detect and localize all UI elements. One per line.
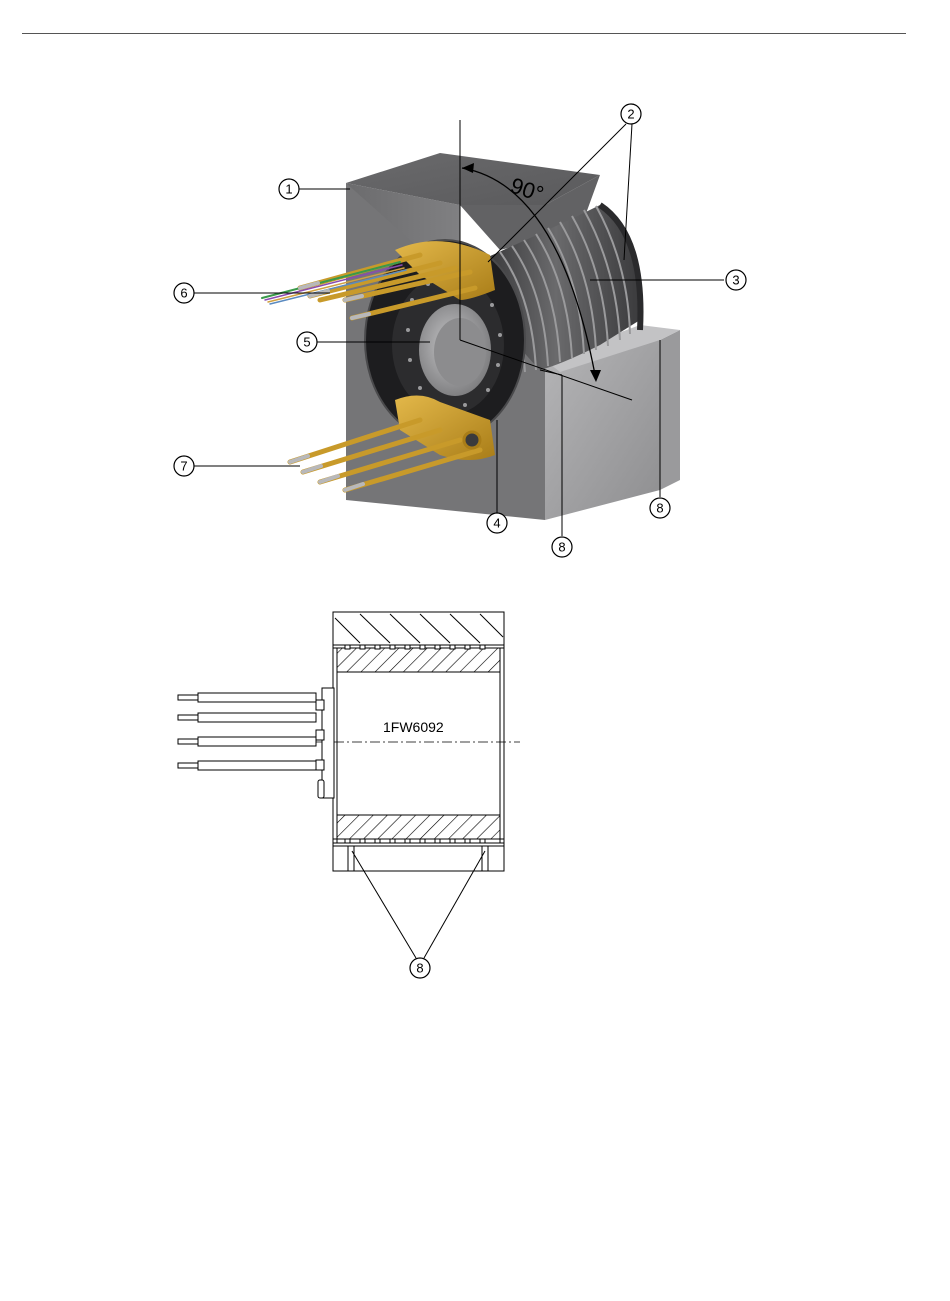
support-block-side xyxy=(660,330,680,490)
svg-text:1: 1 xyxy=(285,182,292,197)
section-pipes xyxy=(178,693,316,770)
svg-text:3: 3 xyxy=(732,273,739,288)
section-bottom-teeth xyxy=(345,839,485,843)
svg-text:6: 6 xyxy=(180,286,187,301)
motor-3d-illustration: 90° xyxy=(262,120,680,520)
callout-leaders-section xyxy=(352,851,485,958)
callout-2: 2 xyxy=(621,104,641,124)
connector-port xyxy=(464,432,480,448)
section-bottom-stator xyxy=(337,815,500,839)
callout-8-section: 8 xyxy=(410,958,430,978)
motor-section-drawing xyxy=(178,612,520,871)
callout-6: 6 xyxy=(174,283,194,303)
svg-text:4: 4 xyxy=(493,516,500,531)
section-bottom-seals xyxy=(348,846,488,871)
callout-8-right: 8 xyxy=(650,498,670,518)
callout-7: 7 xyxy=(174,456,194,476)
section-top-stator xyxy=(337,648,500,672)
svg-text:7: 7 xyxy=(180,459,187,474)
svg-text:8: 8 xyxy=(656,501,663,516)
callout-3: 3 xyxy=(726,270,746,290)
callout-1: 1 xyxy=(279,179,299,199)
svg-text:5: 5 xyxy=(303,335,310,350)
callout-5: 5 xyxy=(297,332,317,352)
svg-text:2: 2 xyxy=(627,107,634,122)
callout-8-lower-middle: 8 xyxy=(552,537,572,557)
model-label: 1FW6092 xyxy=(383,719,444,735)
svg-text:8: 8 xyxy=(558,540,565,555)
callout-4: 4 xyxy=(487,513,507,533)
section-top-housing xyxy=(333,612,504,645)
svg-text:8: 8 xyxy=(416,961,423,976)
